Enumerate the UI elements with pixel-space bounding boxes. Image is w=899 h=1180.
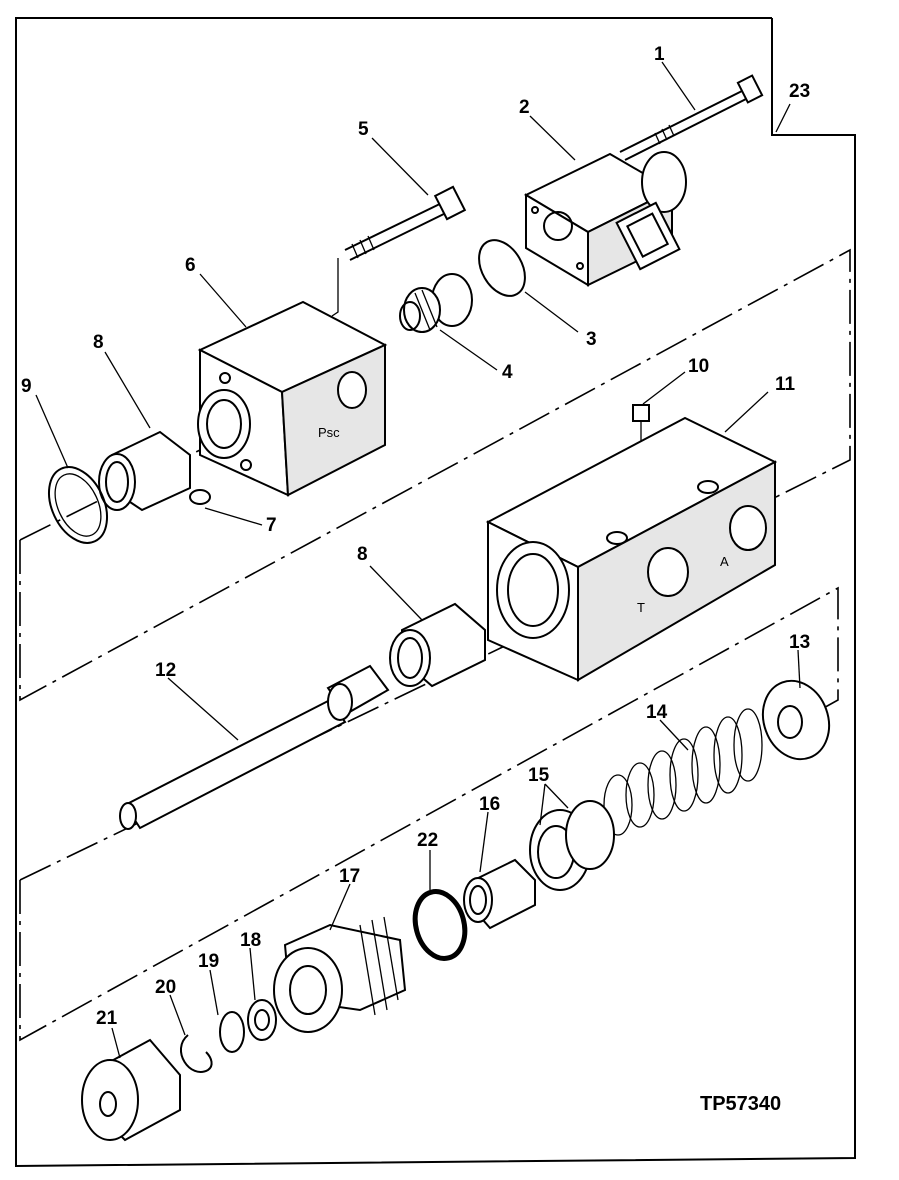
callout-23: 23	[789, 81, 810, 102]
callout-5: 5	[358, 119, 369, 140]
callout-7: 7	[266, 515, 277, 536]
figure-reference: TP57340	[700, 1093, 781, 1115]
port-label-t: T	[637, 600, 645, 615]
callout-3: 3	[586, 329, 597, 350]
part-13-washer	[761, 679, 831, 761]
leader-lines	[35, 61, 801, 1059]
part-3-o-ring	[478, 239, 526, 297]
callout-10: 10	[688, 356, 709, 377]
port-label-a: A	[720, 554, 729, 569]
callout-2: 2	[519, 97, 530, 118]
callout-8a: 8	[93, 332, 104, 353]
callout-6: 6	[185, 255, 196, 276]
part-8-sleeve-lower	[389, 602, 486, 688]
part-4-cartridge	[399, 273, 473, 333]
callout-4: 4	[502, 362, 513, 383]
part-11-valve-housing	[485, 416, 778, 682]
part-5-bolt	[344, 185, 467, 261]
part-6-pilot-block	[197, 300, 388, 497]
part-19-washer	[219, 1011, 245, 1053]
callout-1: 1	[654, 44, 665, 65]
leader-5-6	[331, 258, 339, 317]
part-1-bolt	[619, 74, 764, 161]
part-12-spool	[119, 664, 390, 830]
callout-8b: 8	[357, 544, 368, 565]
callout-20: 20	[155, 977, 176, 998]
part-22-o-ring	[412, 889, 468, 961]
callout-14: 14	[646, 702, 668, 723]
part-18-spacer	[247, 999, 277, 1041]
callout-11: 11	[775, 374, 796, 395]
callout-18: 18	[240, 930, 261, 951]
part-15-spring-seats	[529, 800, 615, 891]
part-8-sleeve-upper	[98, 430, 191, 512]
callout-labels: 1 2 3 4 5 6 7 8 8 9 10 11 12 13 14 15 16…	[21, 44, 810, 1029]
callout-22: 22	[417, 830, 438, 851]
callout-12: 12	[155, 660, 176, 681]
port-label-psc: Psc	[318, 425, 340, 440]
part-9-o-ring	[47, 466, 109, 544]
callout-19: 19	[198, 951, 219, 972]
part-2-solenoid	[523, 151, 687, 287]
callout-9: 9	[21, 376, 32, 397]
part-14-spring	[603, 708, 763, 836]
callout-17: 17	[339, 866, 360, 887]
callout-15: 15	[528, 765, 550, 786]
callout-16: 16	[479, 794, 500, 815]
callout-13: 13	[789, 632, 810, 653]
part-21-cap	[81, 1038, 181, 1142]
part-17-hex-adapter	[273, 916, 407, 1033]
part-20-snap-ring	[180, 1034, 213, 1073]
callout-21: 21	[96, 1008, 118, 1029]
part-7-o-ring	[189, 489, 211, 505]
part-16-bushing	[463, 858, 536, 930]
assembly-outline	[15, 17, 856, 1168]
